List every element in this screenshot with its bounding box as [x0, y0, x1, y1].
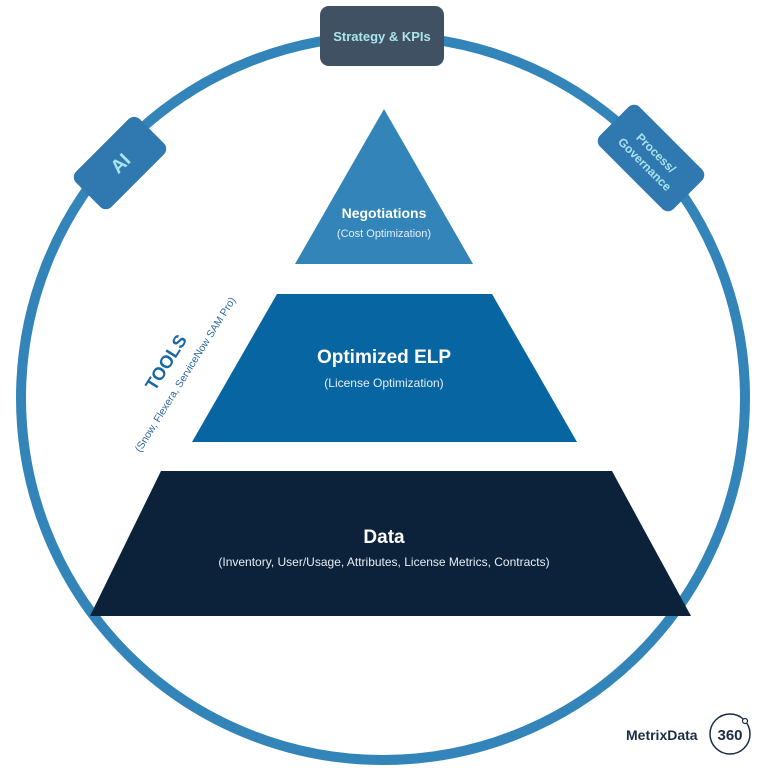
logo-ring [709, 713, 751, 755]
tier-optimized-elp-shape [192, 294, 577, 442]
tier-optimized-elp-title: Optimized ELP [317, 347, 451, 368]
tier-data-shape [90, 471, 691, 616]
badge-strategy-kpis: Strategy & KPIs [320, 6, 444, 66]
badge-process-governance-box [597, 104, 705, 212]
logo-badge-360: 360 [717, 727, 742, 744]
tier-negotiations: Negotiations (Cost Optimization) [295, 109, 473, 264]
logo-wordmark: MetrixData [626, 727, 698, 743]
tier-negotiations-shape [295, 109, 473, 264]
tier-data: Data (Inventory, User/Usage, Attributes,… [90, 471, 691, 616]
tier-negotiations-title: Negotiations [342, 205, 427, 221]
tier-optimized-elp-subtitle: (License Optimization) [324, 376, 443, 390]
badge-strategy-kpis-label: Strategy & KPIs [333, 29, 431, 44]
badge-ai-box [73, 116, 167, 210]
tier-data-subtitle: (Inventory, User/Usage, Attributes, Lice… [218, 555, 549, 569]
metrixdata-logo: MetrixData 360 [626, 713, 751, 755]
tier-negotiations-subtitle: (Cost Optimization) [337, 228, 431, 240]
logo-ring-dot [741, 717, 749, 725]
badge-ai: AI [73, 116, 167, 210]
tier-optimized-elp: Optimized ELP (License Optimization) [192, 294, 577, 442]
badge-strategy-kpis-box [320, 6, 444, 66]
tier-data-title: Data [363, 527, 405, 548]
